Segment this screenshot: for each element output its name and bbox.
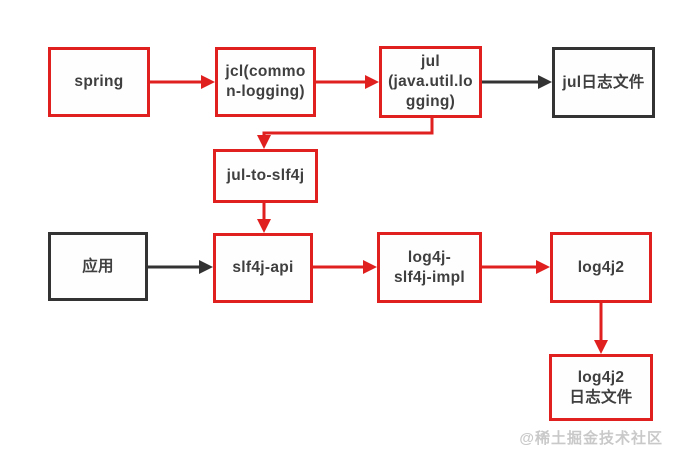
watermark: @稀土掘金技术社区 bbox=[519, 430, 663, 447]
node-jcl: jcl(commo n-logging) bbox=[215, 47, 316, 117]
arrow-jul-to-jul-to-slf4j bbox=[257, 118, 434, 149]
node-jul: jul (java.util.lo gging) bbox=[379, 46, 482, 118]
node-spring: spring bbox=[48, 47, 150, 117]
node-log4j2-log-file: log4j2 日志文件 bbox=[549, 354, 653, 421]
node-label: spring bbox=[74, 73, 124, 90]
node-label: log4j2 日志文件 bbox=[569, 368, 633, 406]
node-log4j-slf4j-impl: log4j- slf4j-impl bbox=[377, 232, 482, 303]
node-jul-to-slf4j: jul-to-slf4j bbox=[213, 149, 318, 203]
node-label: jul日志文件 bbox=[562, 73, 645, 91]
node-app: 应用 bbox=[48, 232, 148, 301]
node-label: jul-to-slf4j bbox=[226, 167, 305, 184]
node-log4j2: log4j2 bbox=[550, 232, 652, 303]
node-label: slf4j-api bbox=[232, 259, 294, 276]
node-label: log4j2 bbox=[577, 258, 625, 276]
node-label: jul (java.util.lo gging) bbox=[388, 53, 473, 110]
node-label: log4j- slf4j-impl bbox=[393, 248, 466, 286]
node-slf4j-api: slf4j-api bbox=[213, 233, 313, 303]
node-label: 应用 bbox=[82, 257, 114, 275]
node-label: jcl(commo n-logging) bbox=[225, 63, 306, 100]
node-jul-log-file: jul日志文件 bbox=[552, 47, 655, 118]
